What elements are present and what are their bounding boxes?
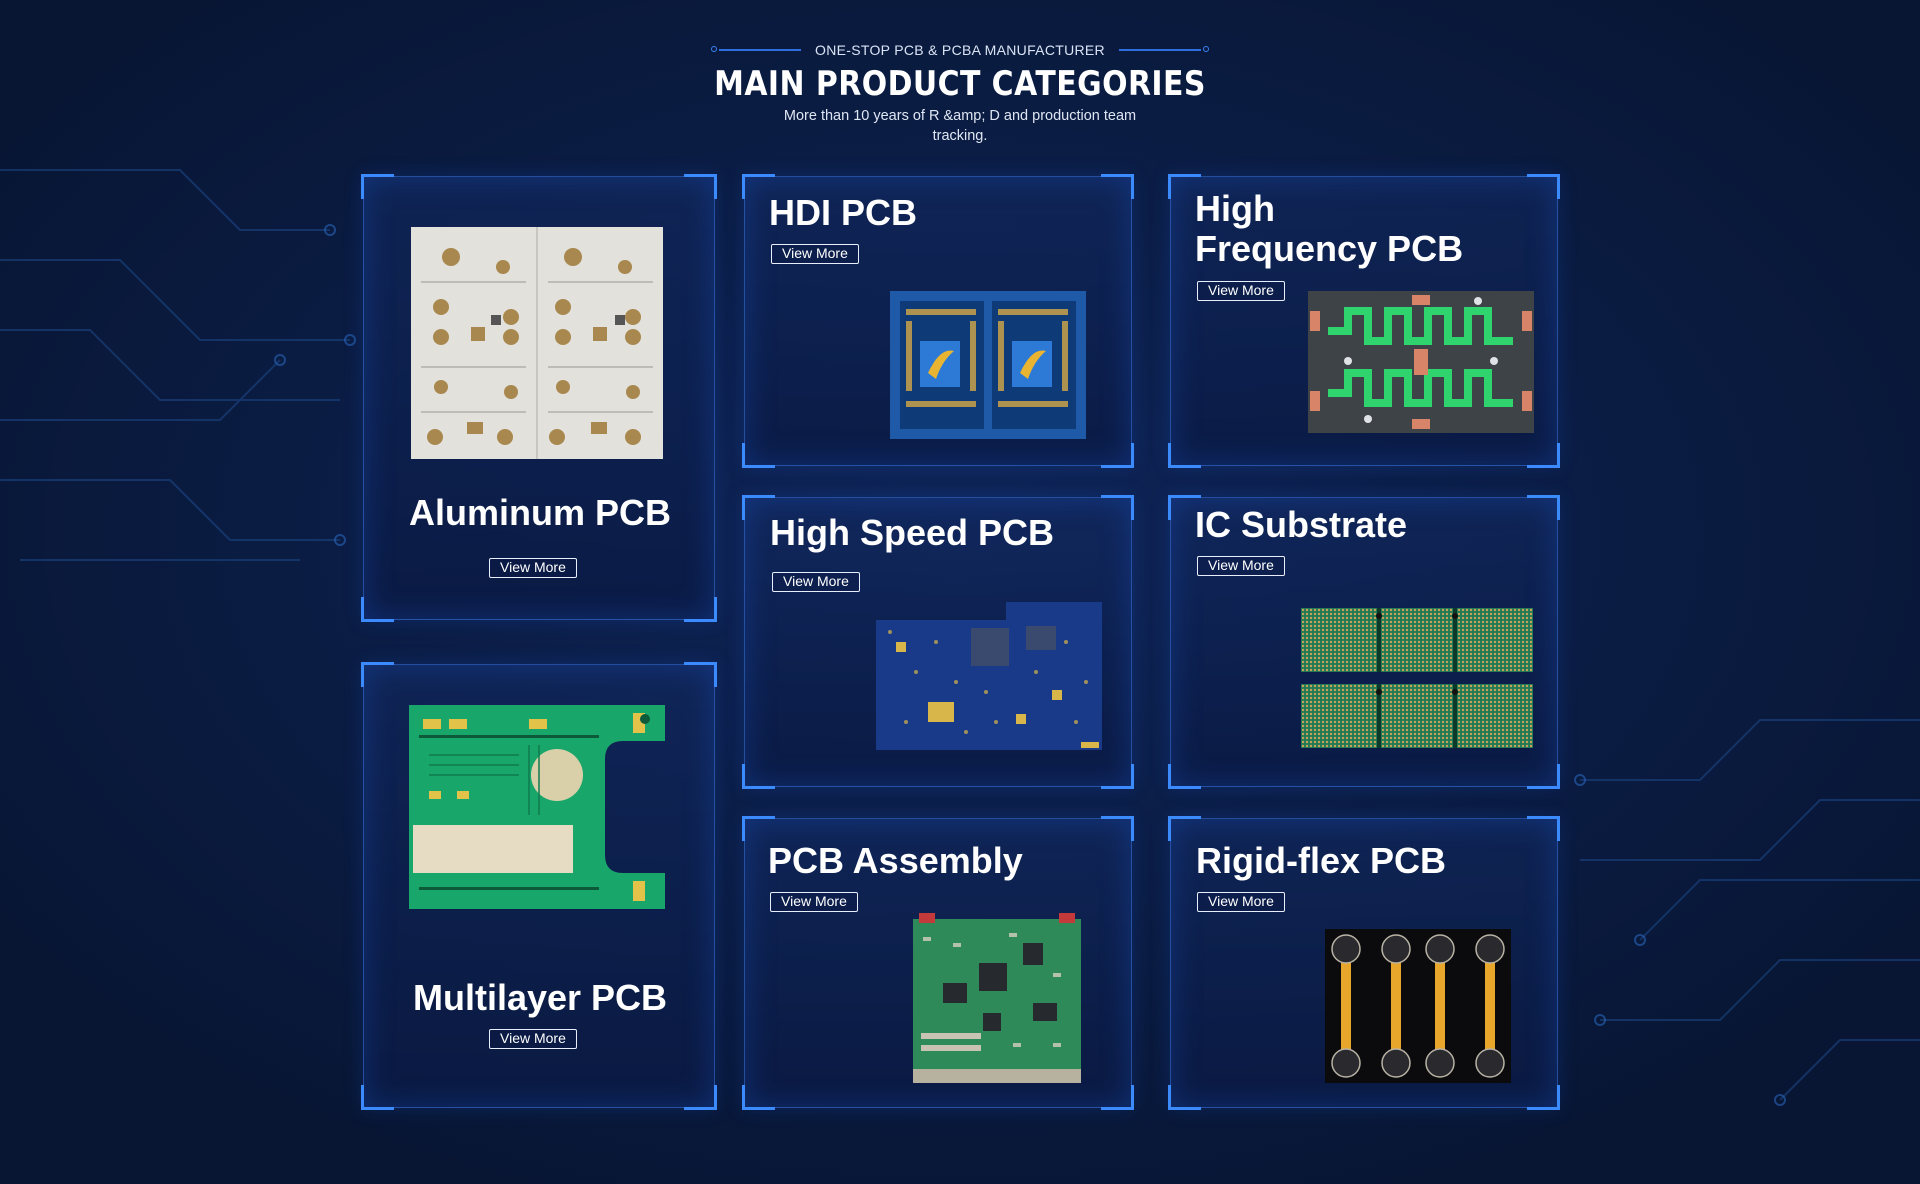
- page-title: MAIN PRODUCT CATEGORIES: [714, 64, 1206, 104]
- ic-substrate-image: [1301, 608, 1533, 748]
- view-more-button[interactable]: View More: [489, 1029, 577, 1049]
- card-title: Rigid-flex PCB: [1196, 840, 1447, 881]
- hdi-pcb-image: [890, 291, 1086, 439]
- card-high-frequency-pcb[interactable]: High Frequency PCB View More: [1168, 174, 1560, 468]
- view-more-button[interactable]: View More: [772, 572, 860, 592]
- view-more-button[interactable]: View More: [771, 244, 859, 264]
- high-speed-pcb-image: [876, 602, 1102, 750]
- view-more-button[interactable]: View More: [1197, 892, 1285, 912]
- card-high-speed-pcb[interactable]: High Speed PCB View More: [742, 495, 1134, 789]
- eyebrow-text: ONE-STOP PCB & PCBA MANUFACTURER: [815, 42, 1105, 58]
- view-more-button[interactable]: View More: [1197, 281, 1285, 301]
- card-title: PCB Assembly: [768, 840, 1023, 881]
- eyebrow-row: ONE-STOP PCB & PCBA MANUFACTURER: [0, 42, 1920, 58]
- card-rigid-flex-pcb[interactable]: Rigid-flex PCB View More: [1168, 816, 1560, 1110]
- rigid-flex-pcb-image: [1325, 929, 1511, 1083]
- eyebrow-divider-right: [1118, 46, 1209, 52]
- card-hdi-pcb[interactable]: HDI PCB View More: [742, 174, 1134, 468]
- card-title: HDI PCB: [769, 192, 918, 233]
- card-title: Aluminum PCB: [408, 492, 671, 533]
- view-more-button[interactable]: View More: [489, 558, 577, 578]
- card-title-line1: High: [1195, 188, 1275, 229]
- high-frequency-pcb-image: [1308, 291, 1534, 433]
- card-aluminum-pcb[interactable]: Aluminum PCB View More: [361, 174, 717, 622]
- card-pcb-assembly[interactable]: PCB Assembly View More: [742, 816, 1134, 1110]
- card-title: High Speed PCB: [770, 512, 1055, 553]
- eyebrow-divider-left: [711, 46, 802, 52]
- card-multilayer-pcb[interactable]: Multilayer PCB View More: [361, 662, 717, 1110]
- multilayer-pcb-image: [409, 705, 665, 909]
- pcb-assembly-image: [913, 913, 1081, 1083]
- page-subtitle: More than 10 years of R &amp; D and prod…: [783, 108, 1137, 144]
- aluminum-pcb-image: [411, 227, 663, 459]
- card-title: IC Substrate: [1195, 504, 1408, 545]
- card-ic-substrate[interactable]: IC Substrate View More: [1168, 495, 1560, 789]
- card-title: Multilayer PCB: [412, 977, 668, 1018]
- view-more-button[interactable]: View More: [770, 892, 858, 912]
- card-title-line2: Frequency PCB: [1195, 228, 1464, 269]
- view-more-button[interactable]: View More: [1197, 556, 1285, 576]
